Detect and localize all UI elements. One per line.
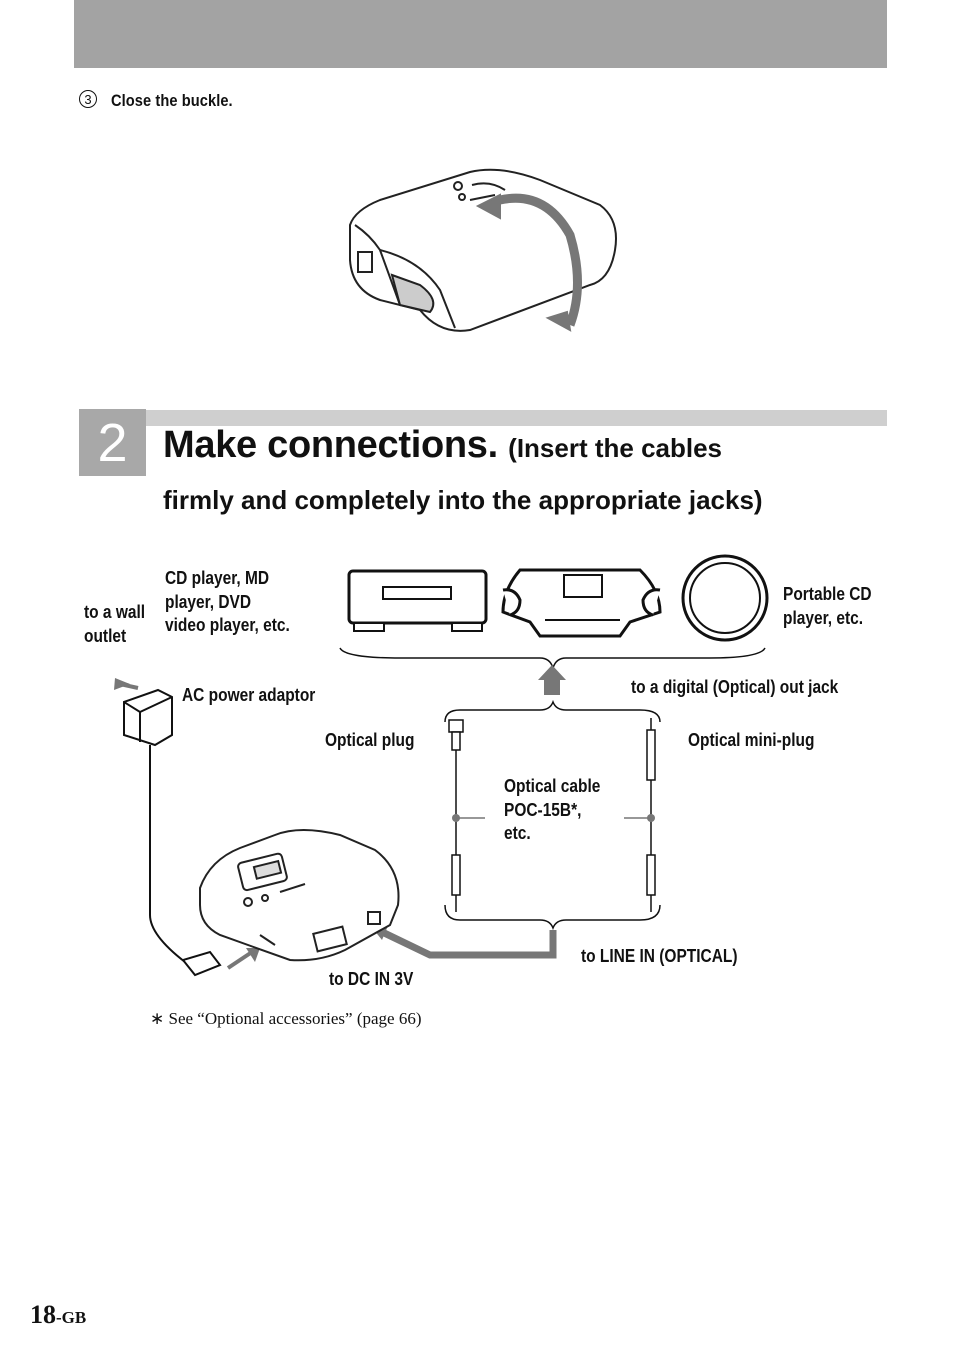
label-dc-in: to DC IN 3V bbox=[329, 969, 414, 989]
md-walkman-closed-illustration bbox=[349, 168, 617, 332]
label-digital-out: to a digital (Optical) out jack bbox=[631, 677, 839, 697]
label-line-in: to LINE IN (OPTICAL) bbox=[581, 946, 738, 966]
ac-power-adaptor-icon bbox=[123, 688, 222, 977]
label-optical-mini-plug: Optical mini-plug bbox=[688, 730, 815, 750]
cd-deck-player-icon bbox=[347, 569, 488, 632]
dc-in-arrow bbox=[226, 950, 254, 970]
optical-plug-icon bbox=[448, 719, 464, 912]
up-arrow bbox=[538, 665, 566, 695]
step-text: Close the buckle. bbox=[111, 91, 233, 110]
section-subtitle-part2: firmly and completely into the appropria… bbox=[163, 485, 763, 515]
label-ac-adaptor: AC power adaptor bbox=[182, 685, 316, 705]
step-number-badge: 3 bbox=[79, 90, 97, 108]
label-wall-outlet: to a wall outlet bbox=[84, 602, 146, 646]
line-in-connector-arrow bbox=[376, 926, 557, 959]
md-walkman-illustration bbox=[199, 829, 400, 962]
cable-bracket bbox=[444, 699, 661, 723]
header-bar bbox=[74, 0, 887, 68]
label-cd-player: CD player, MD player, DVD video player, … bbox=[165, 568, 290, 635]
section-bar bbox=[146, 410, 887, 426]
section-title: Make connections. bbox=[163, 424, 498, 466]
devices-brace bbox=[339, 647, 766, 671]
portable-cd-player-icon bbox=[681, 554, 769, 642]
label-optical-cable: Optical cable POC-15B*, etc. bbox=[504, 776, 601, 843]
page-number: 18-GB bbox=[30, 1300, 87, 1329]
optical-mini-plug-icon bbox=[646, 718, 656, 912]
label-optical-plug: Optical plug bbox=[325, 730, 415, 750]
section-heading: Make connections. (Insert the cables bbox=[163, 424, 722, 467]
label-portable-cd: Portable CD player, etc. bbox=[783, 584, 872, 628]
footnote: ∗ See “Optional accessories” (page 66) bbox=[150, 1009, 422, 1028]
section-number: 2 bbox=[79, 409, 146, 476]
section-subtitle-part1: (Insert the cables bbox=[508, 433, 723, 463]
boombox-icon bbox=[501, 568, 662, 638]
